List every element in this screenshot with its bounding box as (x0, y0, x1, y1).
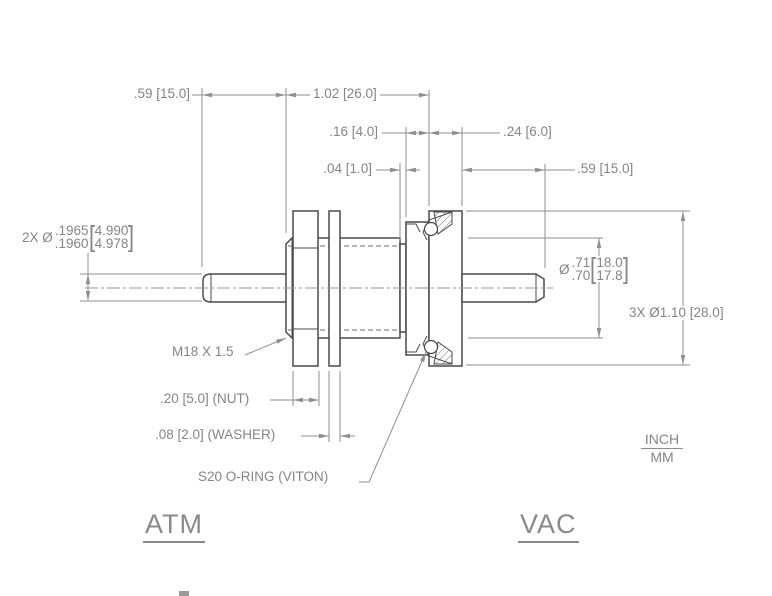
shaft-dia-mm: 4.990 4.978 (94, 223, 129, 251)
dim-flange-thickness: .24 [6.0] (503, 124, 552, 139)
oring-bottom (423, 339, 439, 355)
units-inch: INCH (640, 431, 684, 449)
cropped-edge-mark (179, 591, 189, 596)
units-note: INCH MM (634, 431, 690, 466)
dim-shaft-right-length: .59 [15.0] (577, 161, 634, 176)
units-mm: MM (650, 449, 674, 465)
dim-flange-diameter: 3X Ø1.10 [28.0] (626, 306, 727, 320)
shaft-dia-inch: .1965 .1960 (54, 223, 89, 251)
oring-top (423, 221, 439, 237)
side-label-vac: VAC (518, 509, 579, 543)
body-dia-mm: 18.0 17.8 (596, 255, 623, 283)
dim-neck: .04 [1.0] (323, 161, 372, 176)
body-dia-inch: .71 .70 (571, 255, 591, 283)
thread-callout: M18 X 1.5 (172, 344, 234, 359)
body-dia-prefix: Ø (559, 261, 570, 277)
bracket-close: ] (622, 253, 629, 285)
bracket-open: [ (88, 221, 95, 253)
dim-groove-plate: .16 [4.0] (329, 124, 378, 139)
dim-washer-thickness: .08 [2.0] (WASHER) (155, 427, 276, 442)
bracket-close: ] (128, 221, 135, 253)
dim-nut-thickness: .20 [5.0] (NUT) (160, 391, 250, 406)
dim-shaft-diameter: 2X Ø .1965 .1960 [ 4.990 4.978 ] (22, 221, 135, 253)
dim-shaft-left-length: .59 [15.0] (133, 86, 190, 101)
dimension-arrows (85, 92, 686, 439)
side-label-atm: ATM (143, 509, 205, 543)
dim-body-length: 1.02 [26.0] (310, 87, 380, 101)
oring-callout: S20 O-RING (VITON) (198, 469, 329, 484)
dim-body-diameter: Ø .71 .70 [ 18.0 17.8 ] (556, 253, 632, 285)
bracket-open: [ (590, 253, 597, 285)
shaft-dia-prefix: 2X Ø (22, 229, 53, 245)
